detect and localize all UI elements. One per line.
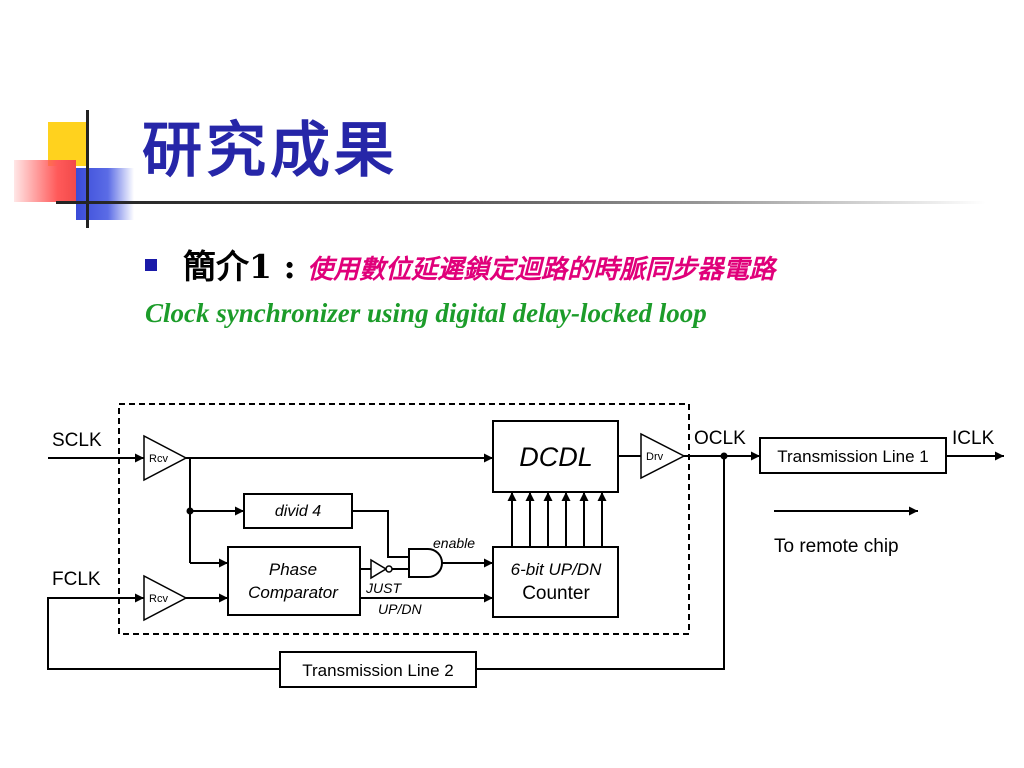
rcv-bottom-label: Rcv [149, 593, 168, 605]
transmission-line-2-label: Transmission Line 2 [302, 661, 454, 680]
subheading-chinese: 使用數位延遲鎖定迴路的時脈同步器電路 [307, 255, 776, 285]
remote-label: To remote chip [774, 536, 899, 557]
feedback-right-wire [476, 456, 725, 670]
bullet-icon [145, 259, 157, 271]
fclk-label: FCLK [52, 569, 101, 590]
iclk-label: ICLK [952, 428, 995, 449]
transmission-line-1-block [759, 437, 947, 474]
title-underline [56, 201, 986, 204]
phase-comparator-label-1: Phase [269, 560, 317, 579]
decor-blue-square [76, 168, 134, 220]
decor-yellow-square [48, 122, 88, 166]
rcv-top-label: Rcv [149, 453, 168, 465]
dcdl-label: DCDL [519, 442, 593, 472]
counter-block [492, 546, 619, 618]
inverter [370, 558, 388, 580]
dcdl-block [492, 420, 619, 493]
just-label: JUST [365, 580, 402, 596]
enable-label: enable [433, 535, 475, 551]
decor-red-square [14, 160, 76, 202]
oclk-label: OCLK [694, 428, 746, 449]
rcv-top-buffer [143, 434, 188, 482]
subheading-english: Clock synchronizer using digital delay-l… [145, 298, 707, 328]
slide-title: 研究成果 [142, 116, 398, 186]
phase-comparator-label-2: Comparator [248, 583, 339, 602]
phase-comparator-block [227, 546, 361, 616]
decor-vertical-line [86, 110, 89, 228]
counter-label-2: Counter [522, 583, 590, 604]
updn-label: UP/DN [378, 601, 422, 617]
divider-to-and-wire [352, 510, 409, 558]
rcv-bottom-buffer [143, 574, 188, 622]
inverter-bubble [385, 565, 393, 573]
control-bus [507, 492, 607, 547]
subheading: 簡介1 : 使用數位延遲鎖定迴路的時脈同步器電路 [183, 240, 775, 288]
sclk-label: SCLK [52, 430, 102, 451]
drv-label: Drv [646, 451, 664, 463]
subheading-lead: 簡介1 : [183, 247, 308, 286]
divider-label: divid 4 [275, 503, 321, 520]
counter-label-1: 6-bit UP/DN [511, 560, 602, 579]
transmission-line-2-block [279, 651, 477, 688]
transmission-line-1-label: Transmission Line 1 [777, 447, 929, 466]
chip-boundary [118, 403, 690, 635]
divider-block [243, 493, 353, 529]
and-gate [408, 548, 443, 578]
drv-buffer [640, 432, 686, 480]
feedback-left-wire [47, 593, 280, 670]
